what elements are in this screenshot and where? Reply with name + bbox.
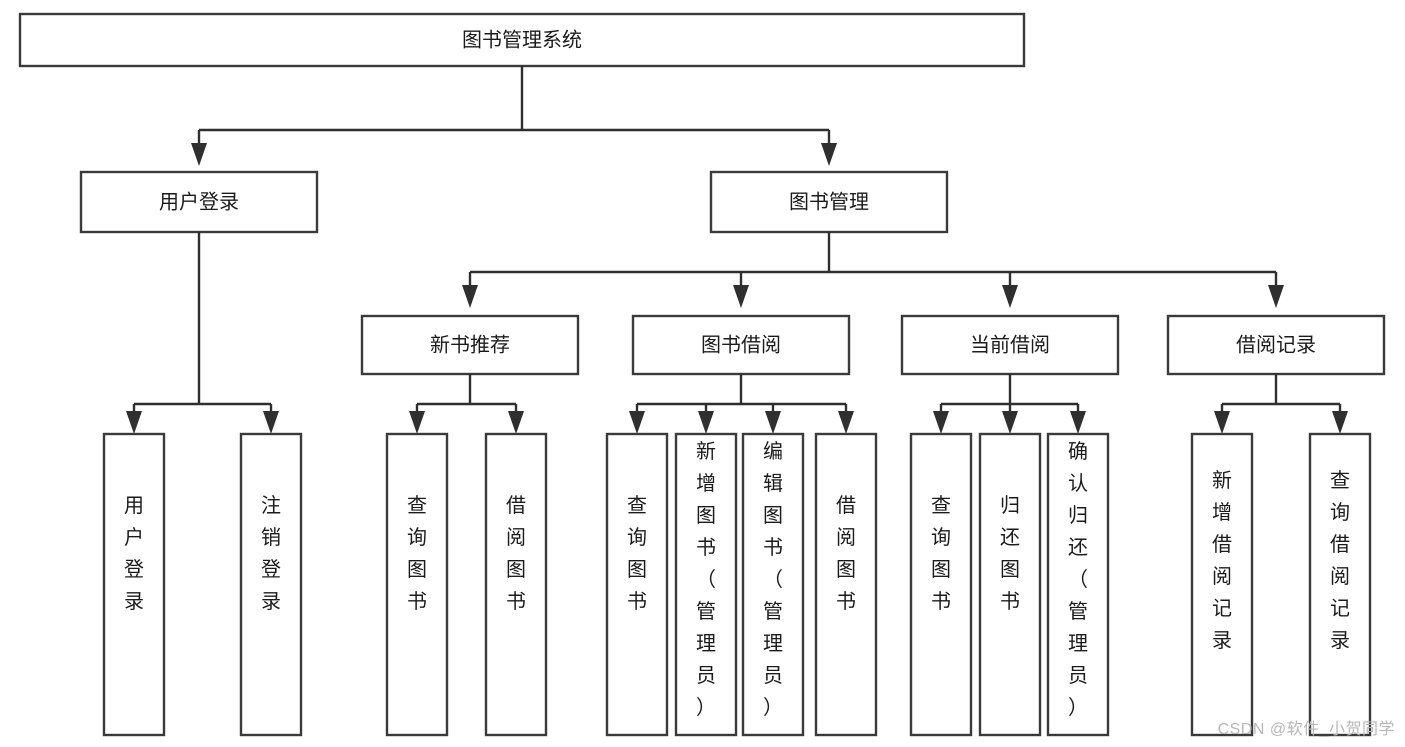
node-current-borrow[interactable]: 当前借阅 bbox=[900, 314, 1120, 376]
leaf-logout[interactable]: 注销登录 bbox=[239, 432, 303, 737]
node-root-label: 图书管理系统 bbox=[462, 28, 582, 51]
node-new-book-rec-label: 新书推荐 bbox=[430, 333, 510, 356]
leaf-query-record[interactable]: 查询借阅记录 bbox=[1308, 432, 1372, 737]
arrow-root-to-book-manage bbox=[821, 143, 837, 166]
leaf-confirm-return-label: 确认归还（管理员） bbox=[1068, 440, 1088, 719]
arrow-nbr-leaf-2 bbox=[508, 411, 524, 434]
leaf-query-book-2-box[interactable] bbox=[605, 432, 669, 737]
leaf-confirm-return-box[interactable] bbox=[1046, 432, 1110, 737]
leaf-edit-book-label: 编辑图书（管理员） bbox=[763, 440, 783, 719]
leaf-return-book[interactable]: 归还图书 bbox=[978, 432, 1042, 737]
node-book-manage[interactable]: 图书管理 bbox=[709, 170, 949, 234]
arrow-cb-leaf-2 bbox=[1002, 411, 1018, 434]
node-book-borrow[interactable]: 图书借阅 bbox=[631, 314, 851, 376]
leaf-query-record-box[interactable] bbox=[1308, 432, 1372, 737]
node-new-book-rec[interactable]: 新书推荐 bbox=[360, 314, 580, 376]
arrow-bm-to-current-borrow bbox=[1002, 285, 1018, 308]
node-book-manage-label: 图书管理 bbox=[789, 190, 869, 213]
leaf-query-book-1[interactable]: 查询图书 bbox=[385, 432, 449, 737]
node-book-manage-box[interactable] bbox=[709, 170, 949, 234]
leaf-borrow-book-1-label: 借阅图书 bbox=[506, 494, 526, 613]
leaf-add-book-box[interactable] bbox=[674, 432, 738, 737]
leaf-return-book-box[interactable] bbox=[978, 432, 1042, 737]
arrow-cb-leaf-1 bbox=[933, 411, 949, 434]
leaf-add-record[interactable]: 新增借阅记录 bbox=[1190, 432, 1254, 737]
node-new-book-rec-box[interactable] bbox=[360, 314, 580, 376]
leaf-query-book-1-label: 查询图书 bbox=[407, 494, 427, 613]
arrow-bb-leaf-3 bbox=[765, 411, 781, 434]
arrow-bb-leaf-1 bbox=[629, 411, 645, 434]
leaf-add-record-label: 新增借阅记录 bbox=[1212, 469, 1232, 652]
arrow-nbr-leaf-1 bbox=[409, 411, 425, 434]
node-borrow-record[interactable]: 借阅记录 bbox=[1166, 314, 1386, 376]
arrow-bm-to-new-book-rec bbox=[462, 285, 478, 308]
leaf-user-login-label: 用户登录 bbox=[124, 495, 144, 613]
leaf-logout-box[interactable] bbox=[239, 432, 303, 737]
arrow-user-login-leaf-1 bbox=[126, 411, 142, 434]
leaf-confirm-return[interactable]: 确认归还（管理员） bbox=[1046, 432, 1110, 737]
leaf-logout-label: 注销登录 bbox=[261, 494, 281, 613]
leaf-borrow-book-2-label: 借阅图书 bbox=[836, 494, 856, 613]
arrow-root-to-user-login bbox=[191, 143, 207, 166]
node-book-borrow-box[interactable] bbox=[631, 314, 851, 376]
leaf-query-book-2[interactable]: 查询图书 bbox=[605, 432, 669, 737]
node-user-login-label: 用户登录 bbox=[159, 190, 239, 213]
leaf-user-login-box[interactable] bbox=[102, 432, 166, 737]
node-borrow-record-box[interactable] bbox=[1166, 314, 1386, 376]
leaf-return-book-label: 归还图书 bbox=[1000, 494, 1020, 613]
arrow-cb-leaf-3 bbox=[1070, 411, 1086, 434]
node-borrow-record-label: 借阅记录 bbox=[1236, 333, 1316, 356]
leaf-user-login[interactable]: 用户登录 bbox=[102, 432, 166, 737]
node-current-borrow-label: 当前借阅 bbox=[970, 333, 1050, 356]
leaf-query-book-1-box[interactable] bbox=[385, 432, 449, 737]
leaf-query-book-3-label: 查询图书 bbox=[931, 494, 951, 613]
leaf-query-book-3[interactable]: 查询图书 bbox=[909, 432, 973, 737]
leaf-edit-book-box[interactable] bbox=[741, 432, 805, 737]
arrow-bm-to-borrow-record bbox=[1268, 285, 1284, 308]
leaf-add-book[interactable]: 新增图书（管理员） bbox=[674, 432, 738, 737]
node-user-login[interactable]: 用户登录 bbox=[79, 170, 319, 234]
arrow-bb-leaf-2 bbox=[698, 411, 714, 434]
leaf-query-book-3-box[interactable] bbox=[909, 432, 973, 737]
leaf-add-record-box[interactable] bbox=[1190, 432, 1254, 737]
node-book-borrow-label: 图书借阅 bbox=[701, 333, 781, 356]
leaf-add-book-label: 新增图书（管理员） bbox=[696, 440, 716, 719]
leaf-borrow-book-2-box[interactable] bbox=[814, 432, 878, 737]
arrow-br-leaf-2 bbox=[1332, 411, 1348, 434]
leaf-borrow-book-1[interactable]: 借阅图书 bbox=[484, 432, 548, 737]
node-root-box[interactable] bbox=[18, 12, 1026, 68]
leaf-borrow-book-2[interactable]: 借阅图书 bbox=[814, 432, 878, 737]
arrow-bb-leaf-4 bbox=[838, 411, 854, 434]
arrow-bm-to-book-borrow bbox=[733, 285, 749, 308]
node-current-borrow-box[interactable] bbox=[900, 314, 1120, 376]
arrow-user-login-leaf-2 bbox=[263, 411, 279, 434]
node-root[interactable]: 图书管理系统 bbox=[18, 12, 1026, 68]
arrow-br-leaf-1 bbox=[1214, 411, 1230, 434]
leaf-edit-book[interactable]: 编辑图书（管理员） bbox=[741, 432, 805, 737]
leaf-query-book-2-label: 查询图书 bbox=[627, 494, 647, 613]
leaf-borrow-book-1-box[interactable] bbox=[484, 432, 548, 737]
leaf-query-record-label: 查询借阅记录 bbox=[1330, 469, 1350, 652]
